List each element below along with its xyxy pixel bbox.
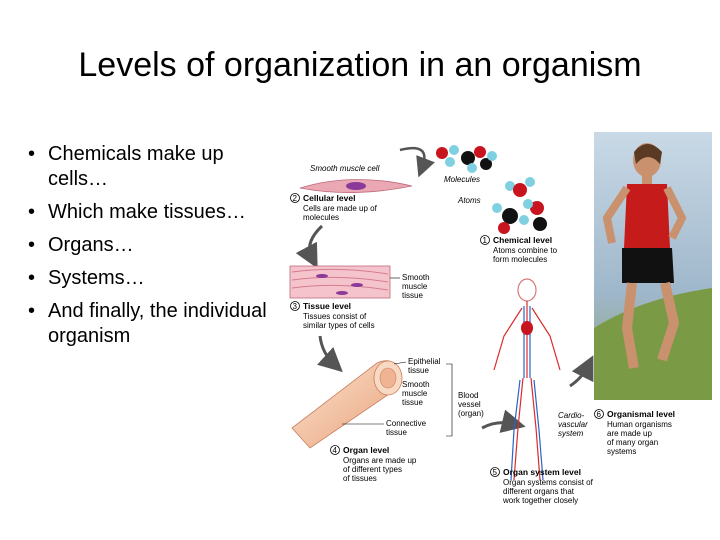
organismal-level-desc-4: systems [607, 447, 636, 456]
organ-smooth-label-2: muscle [402, 389, 428, 398]
chemical-level-desc-2: form molecules [493, 255, 547, 264]
organ-system-level-desc-3: work together closely [502, 496, 578, 505]
level-number-circle [480, 235, 490, 245]
bullet-item: Systems… [28, 266, 278, 291]
chemical-level-number: 1 [483, 236, 488, 245]
epithelial-label-2: tissue [408, 366, 429, 375]
level-number-circle [330, 445, 340, 455]
slide-title: Levels of organization in an organism [78, 46, 642, 84]
organ-level-desc-3: of tissues [343, 474, 377, 483]
organ-system-level-desc-1: Organ systems consist of [503, 478, 594, 487]
tissue-label-2: muscle [402, 282, 428, 291]
tissue-level-title: Tissue level [303, 301, 351, 311]
blood-vessel-label-3: (organ) [458, 409, 484, 418]
arrow-cell-to-tissue [295, 224, 324, 269]
smooth-muscle-tissue-block [289, 265, 391, 299]
organ-level-number: 4 [333, 446, 338, 455]
runner-photo [594, 132, 712, 400]
cellular-level-desc-1: Cells are made up of [303, 204, 378, 213]
blood-vessel-label-2: vessel [458, 400, 481, 409]
chemical-level-desc-1: Atoms combine to [493, 246, 558, 255]
arrow-system-to-organism [569, 355, 594, 388]
bullet-list: Chemicals make up cells… Which make tiss… [28, 142, 278, 357]
cardio-label-2: vascular [558, 420, 588, 429]
cardio-label-3: system [558, 429, 584, 438]
bullet-item: Which make tissues… [28, 200, 278, 225]
bullet-item: Chemicals make up cells… [28, 142, 278, 192]
organismal-level-number: 6 [597, 410, 602, 419]
level-number-circle [490, 467, 500, 477]
smooth-muscle-cell-label: Smooth muscle cell [310, 164, 380, 173]
cellular-level-number: 2 [293, 194, 298, 203]
arrow-organ-to-system [481, 409, 526, 433]
organ-smooth-label-3: tissue [402, 398, 423, 407]
epithelial-label-1: Epithelial [408, 357, 441, 366]
tissue-label-1: Smooth [402, 273, 430, 282]
tissue-label-3: tissue [402, 291, 423, 300]
tissue-level-desc-1: Tissues consist of [303, 312, 367, 321]
organismal-level-title: Organismal level [607, 409, 675, 419]
atoms-label: Atoms [457, 196, 481, 205]
connective-label-2: tissue [386, 428, 407, 437]
levels-diagram: Smooth muscle cell 2 Cellular level Cell… [282, 128, 712, 528]
atoms-cluster [492, 177, 547, 234]
organismal-level-desc-2: are made up [607, 429, 652, 438]
blood-vessel-organ-shape [291, 360, 403, 449]
blood-vessel-label-1: Blood [458, 391, 478, 400]
organ-level-desc-1: Organs are made up [343, 456, 417, 465]
organ-smooth-label-1: Smooth [402, 380, 430, 389]
bullet-item: And finally, the individual organism [28, 299, 278, 349]
organ-system-level-number: 5 [493, 468, 498, 477]
organ-level-title: Organ level [343, 445, 389, 455]
cellular-level-title: Cellular level [303, 193, 355, 203]
level-number-circle [290, 301, 300, 311]
bullet-item: Organs… [28, 233, 278, 258]
arrow-atoms-to-cell [399, 146, 435, 178]
cellular-level-desc-2: molecules [303, 213, 339, 222]
chemical-level-title: Chemical level [493, 235, 552, 245]
level-number-circle [290, 193, 300, 203]
organ-level-desc-2: of different types [343, 465, 402, 474]
organ-system-level-desc-2: different organs that [503, 487, 575, 496]
connective-label-1: Connective [386, 419, 427, 428]
organismal-level-desc-1: Human organisms [607, 420, 672, 429]
cell-nucleus-shape [346, 182, 366, 190]
tissue-level-desc-2: similar types of cells [303, 321, 375, 330]
organismal-level-desc-3: of many organ [607, 438, 658, 447]
molecules-cluster [436, 145, 497, 173]
tissue-level-number: 3 [293, 302, 298, 311]
molecules-label: Molecules [444, 175, 480, 184]
level-number-circle [594, 409, 604, 419]
organ-system-level-title: Organ system level [503, 467, 581, 477]
cardio-label-1: Cardio- [558, 411, 585, 420]
cardiovascular-system-figure [493, 278, 561, 481]
arrow-tissue-to-organ [317, 335, 343, 373]
